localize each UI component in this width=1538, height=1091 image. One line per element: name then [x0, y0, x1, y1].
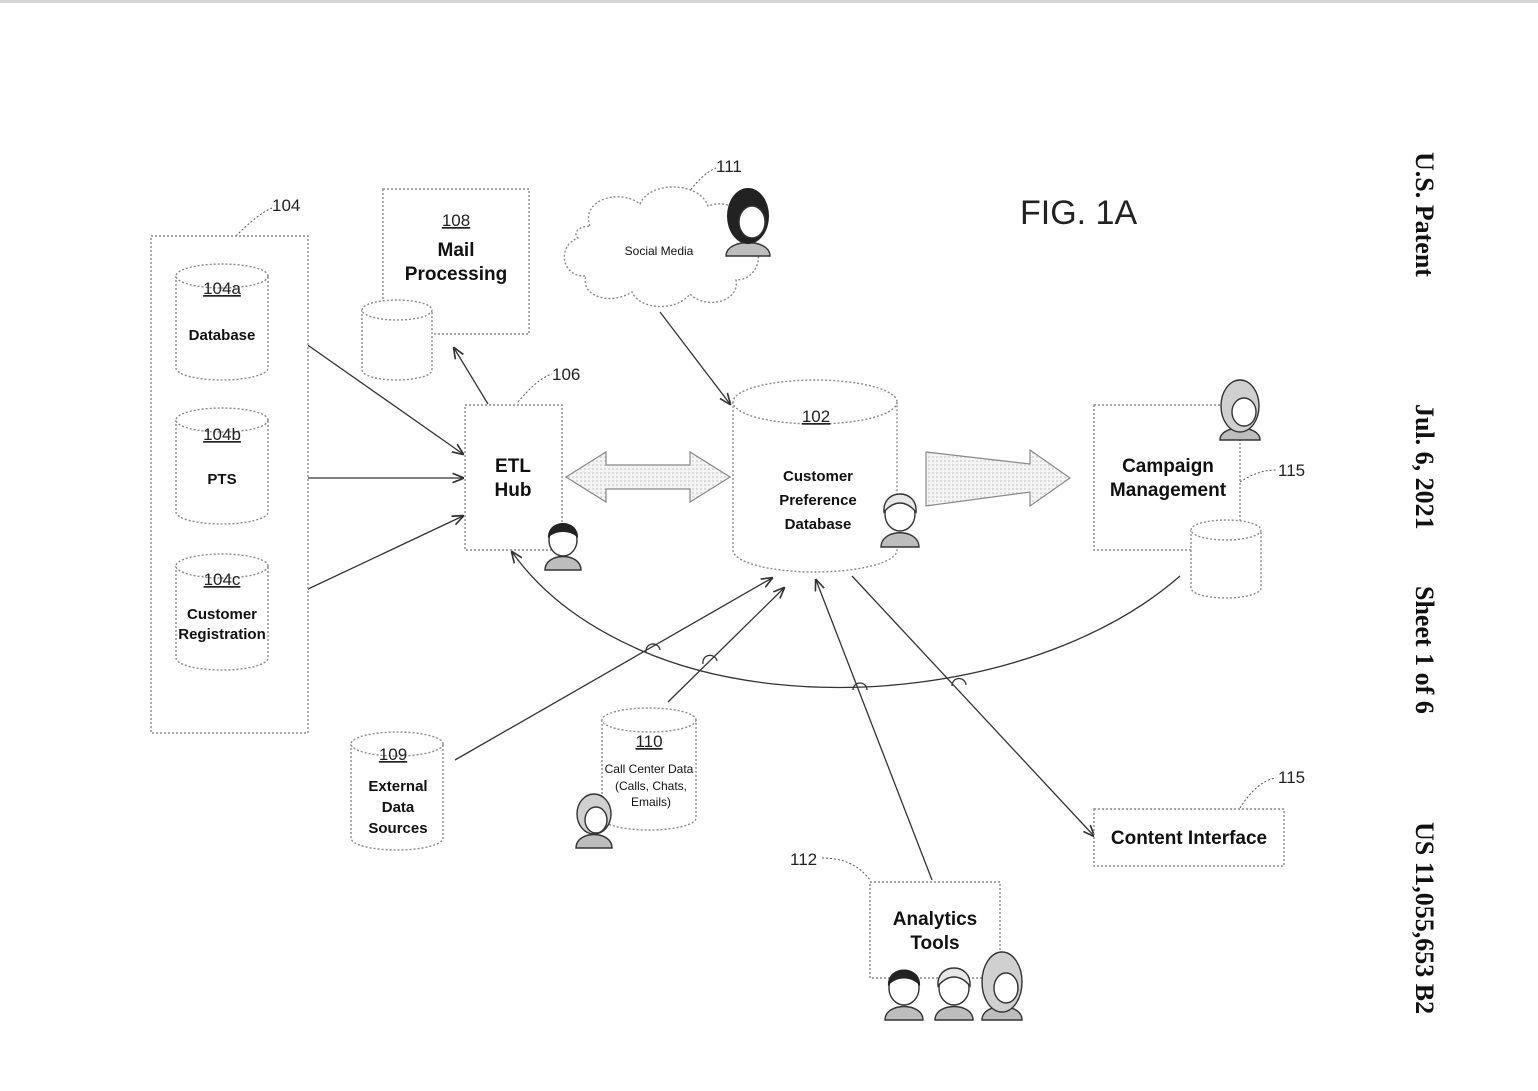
cloud-icon — [563, 186, 760, 308]
label-pts: PTS — [207, 471, 236, 488]
database-104b: 104b PTS — [175, 407, 269, 525]
database-icon — [350, 744, 444, 851]
external-data-sources-109: 109 External Data Sources — [350, 731, 444, 851]
person-icon — [575, 793, 613, 849]
top-edge — [0, 0, 1538, 3]
database-icon — [175, 566, 269, 671]
campaign-management: Campaign Management 115 — [1093, 404, 1305, 599]
person-icon — [934, 967, 974, 1021]
database-icon — [1190, 530, 1262, 599]
ref-110: 110 — [635, 732, 662, 751]
label-social-media: Social Media — [625, 244, 694, 258]
ref-108: 108 — [442, 211, 470, 230]
social-media-111: Social Media 111 — [563, 157, 760, 308]
person-icon — [880, 493, 920, 548]
call-center-data-110: 110 Call Center Data (Calls, Chats, Emai… — [601, 707, 697, 831]
arrow-cpd-to-content — [851, 575, 1094, 836]
ref-104c: 104c — [204, 570, 241, 589]
label-calls-chats: (Calls, Chats, — [615, 779, 687, 793]
etl-hub-106: ETL Hub 106 — [464, 365, 580, 551]
arrow-109-to-cpd — [454, 578, 772, 761]
arrow-110-to-cpd — [667, 588, 784, 703]
label-external: External — [368, 778, 427, 795]
database-104a: 104a Database — [175, 263, 269, 381]
database-104c: 104c Customer Registration — [175, 553, 269, 671]
line-crossover — [852, 682, 868, 691]
label-management: Management — [1110, 480, 1227, 501]
header-patent-number: US 11,055,653 B2 — [1410, 822, 1439, 1014]
header-publication: U.S. Patent — [1410, 152, 1439, 277]
label-preference: Preference — [779, 492, 857, 509]
bidirectional-arrow-icon — [564, 450, 732, 504]
block-arrow-icon — [925, 448, 1072, 508]
ref-115-content: 115 — [1278, 768, 1305, 787]
label-content-interface: Content Interface — [1111, 828, 1267, 849]
database-icon — [175, 420, 269, 525]
ref-106: 106 — [552, 365, 580, 384]
person-icon — [725, 188, 771, 257]
arrow-analytics-to-cpd — [816, 580, 933, 881]
ref-104: 104 — [272, 196, 300, 215]
arrow-social-to-cpd — [659, 311, 730, 404]
label-hub: Hub — [495, 480, 532, 501]
mail-processing-108: 108 Mail Processing — [361, 188, 530, 381]
ref-104a: 104a — [203, 279, 241, 298]
label-sources: Sources — [368, 820, 427, 837]
label-database: Database — [189, 327, 256, 344]
label-processing: Processing — [405, 264, 507, 285]
database-icon — [732, 402, 898, 573]
ref-109: 109 — [379, 745, 407, 764]
label-analytics: Analytics — [893, 909, 977, 930]
line-crossover — [702, 654, 718, 665]
label-tools: Tools — [910, 933, 959, 954]
figure-label: FIG. 1A — [1020, 194, 1137, 232]
arrow-campaign-to-etl — [512, 552, 1181, 689]
analytics-tools-112: Analytics Tools 112 — [790, 850, 1001, 979]
header-date: Jul. 6, 2021 — [1410, 404, 1439, 530]
arrow-etl-to-mail — [454, 348, 489, 405]
label-customer: Customer — [187, 606, 257, 623]
person-icon — [1219, 379, 1261, 441]
label-mail: Mail — [438, 240, 475, 261]
ref-111: 111 — [716, 157, 742, 176]
label-emails: Emails) — [631, 795, 671, 809]
person-icon — [544, 523, 582, 571]
header-sheet: Sheet 1 of 6 — [1410, 586, 1439, 714]
line-crossover — [951, 677, 967, 687]
person-icon — [884, 969, 924, 1021]
label-etl: ETL — [495, 456, 531, 477]
ref-112: 112 — [790, 850, 817, 869]
ref-102: 102 — [802, 407, 830, 426]
database-icon — [361, 310, 433, 381]
label-registration: Registration — [178, 626, 266, 643]
label-data: Data — [382, 799, 415, 816]
label-call-center-data: Call Center Data — [605, 762, 694, 776]
database-icon — [175, 276, 269, 381]
label-database: Database — [785, 516, 852, 533]
person-icon — [981, 951, 1023, 1021]
customer-preference-database-102: 102 Customer Preference Database — [732, 379, 898, 573]
label-campaign: Campaign — [1122, 456, 1214, 477]
content-interface: Content Interface 115 — [1093, 768, 1305, 867]
ref-115-campaign: 115 — [1278, 461, 1305, 480]
database-icon — [601, 720, 697, 831]
line-crossover — [645, 643, 661, 653]
ref-104b: 104b — [203, 425, 241, 444]
label-customer: Customer — [783, 468, 853, 485]
